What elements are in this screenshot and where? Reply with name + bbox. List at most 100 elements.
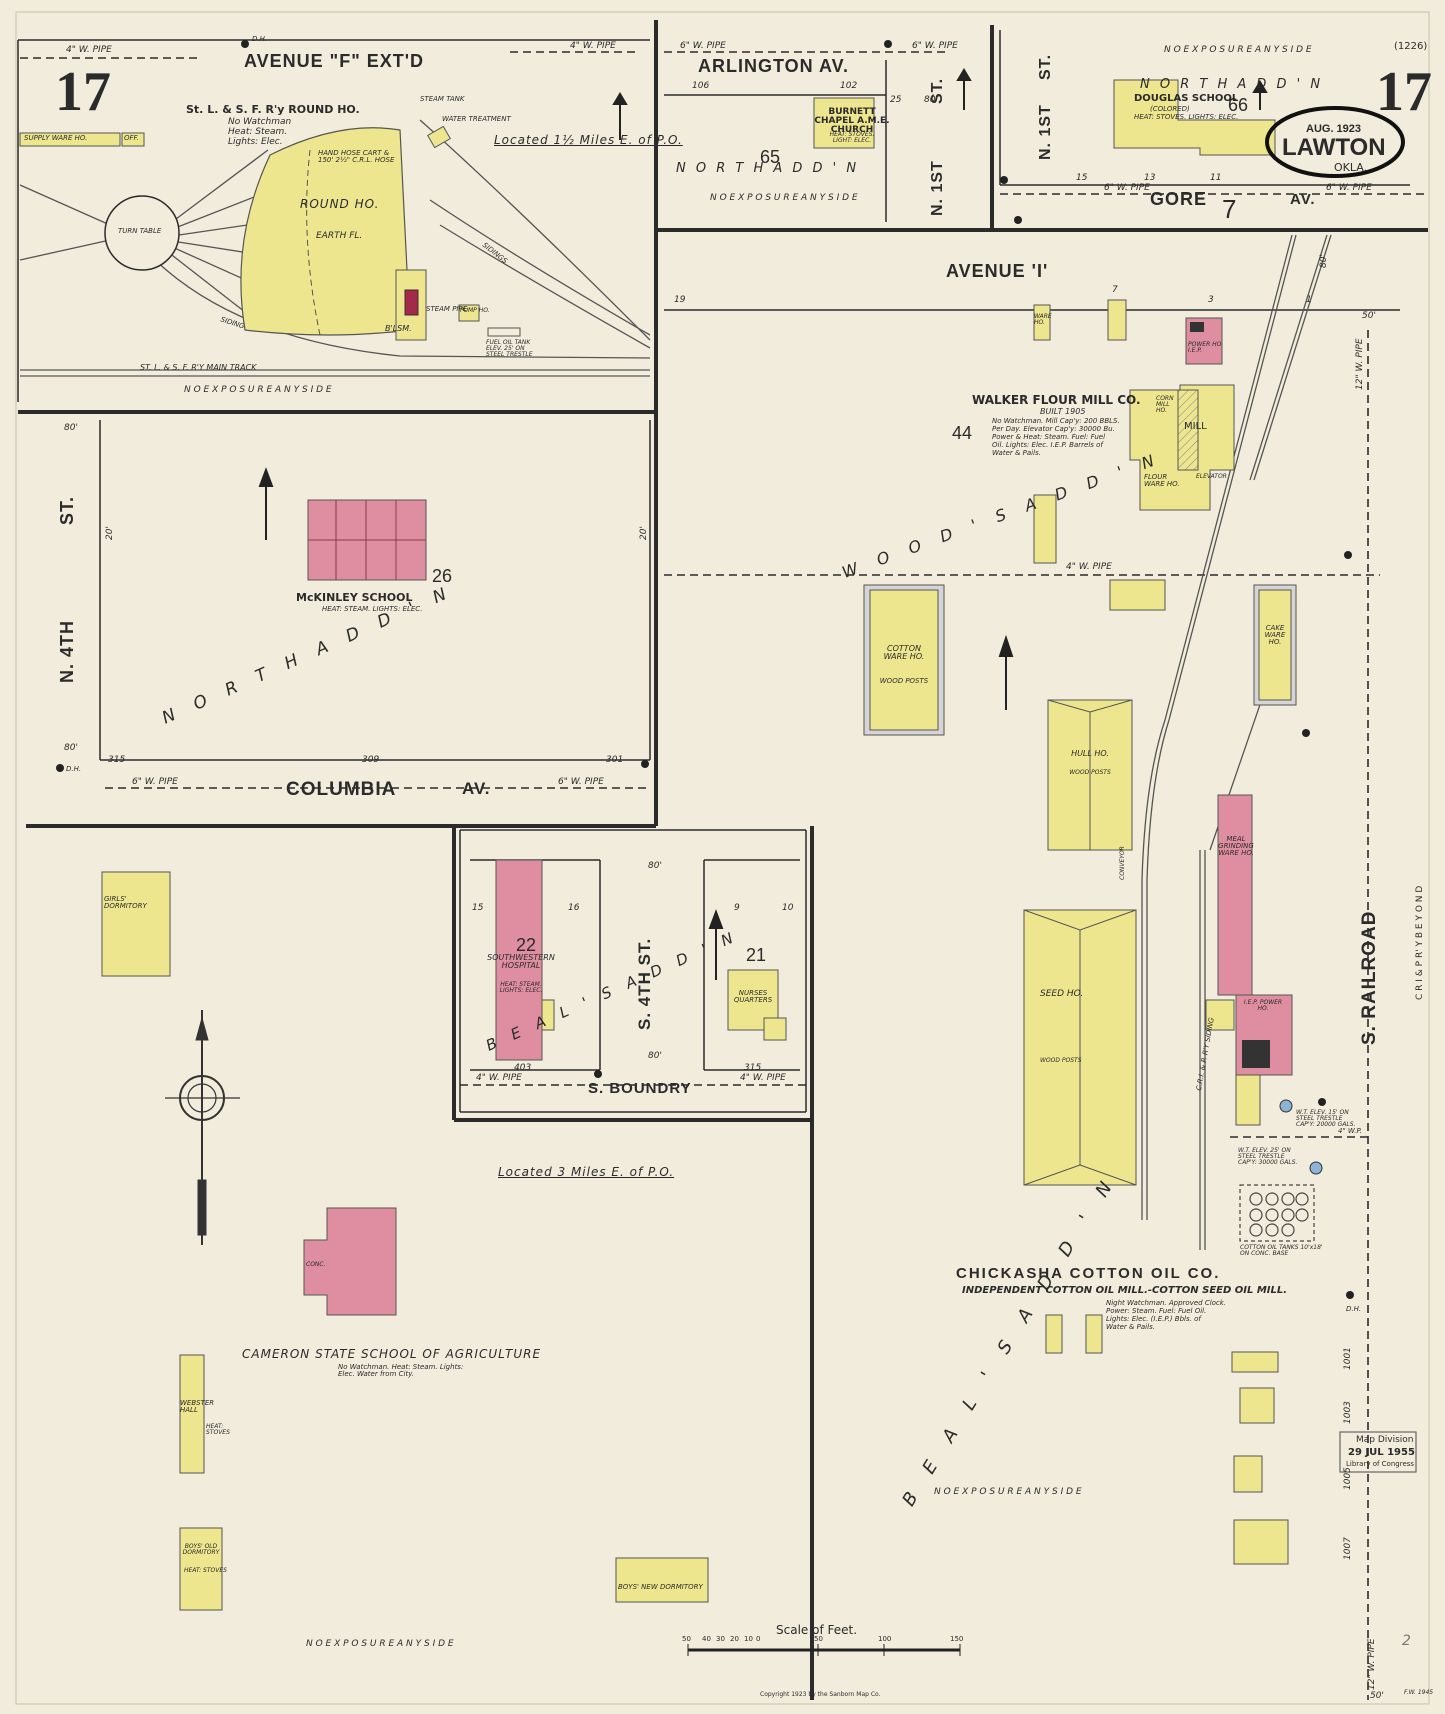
pipe-label-14: 4" W.P. bbox=[1338, 1127, 1362, 1135]
hospital-building bbox=[495, 859, 543, 1061]
chickasha-subtitle: INDEPENDENT COTTON OIL MILL.-COTTON SEED… bbox=[962, 1285, 1288, 1296]
cake-ware-house bbox=[1258, 589, 1292, 701]
block-22: 22 bbox=[516, 935, 537, 955]
nurses-quarters-wing bbox=[763, 1017, 787, 1041]
meal-grinding-label: MEAL GRINDING WARE HO. bbox=[1218, 835, 1254, 857]
dwelling-j bbox=[1239, 1387, 1275, 1424]
round-house bbox=[240, 127, 411, 336]
douglas-school bbox=[1113, 79, 1276, 156]
flour-ware-label: FLOUR WARE HO. bbox=[1144, 473, 1180, 488]
scale-tick-20: 20 bbox=[730, 1635, 739, 1643]
lot-16: 16 bbox=[568, 903, 580, 913]
cotton-ware-house bbox=[869, 589, 939, 731]
hull-house-label: HULL HO. bbox=[1071, 749, 1109, 758]
seed-house-label: SEED HO. bbox=[1040, 989, 1084, 999]
street-n4th: N. 4TH bbox=[57, 619, 77, 683]
dim-80-2: 80' bbox=[64, 743, 78, 753]
pipe-label-8: 4" W. PIPE bbox=[1066, 562, 1112, 572]
church-heat: HEAT: STOVES. LIGHT: ELEC. bbox=[829, 131, 875, 144]
dwelling-d1 bbox=[1233, 1455, 1263, 1493]
lot-1: 1 bbox=[1306, 295, 1312, 305]
webster-hall-label: WEBSTER HALL bbox=[180, 1399, 215, 1414]
page-number-right: 17 bbox=[1376, 61, 1432, 123]
boys-new-dormitory bbox=[615, 1557, 709, 1603]
office-label: OFF. bbox=[124, 134, 139, 142]
turn-table-label: TURN TABLE bbox=[118, 227, 162, 235]
dim-50-1: 50' bbox=[1362, 311, 1376, 321]
north-arrows bbox=[258, 68, 1268, 980]
earth-floor-label: EARTH FL. bbox=[316, 231, 363, 241]
lot-19: 19 bbox=[674, 295, 686, 305]
pipe-label-2: 4" W. PIPE bbox=[570, 41, 616, 51]
lot-25: 25 bbox=[890, 95, 902, 105]
street-gore-av: AV. bbox=[1290, 191, 1316, 208]
water-tank-2-label: W.T. ELEV. 25' ON STEEL TRESTLE CAP'Y: 3… bbox=[1238, 1147, 1298, 1166]
pipe-label-11: 4" W. PIPE bbox=[476, 1073, 522, 1083]
scale-tick-0: 0 bbox=[756, 1635, 761, 1643]
pipe-label-6: 6" W. PIPE bbox=[1326, 183, 1372, 193]
street-s-boundry: S. BOUNDRY bbox=[588, 1080, 692, 1097]
cameron-details: No Watchman. Heat: Steam. Lights: Elec. … bbox=[338, 1363, 464, 1378]
pipe-label-12: 4" W. PIPE bbox=[740, 1073, 786, 1083]
water-pipes bbox=[20, 51, 1428, 1700]
dwelling-f bbox=[1085, 1314, 1103, 1354]
mckinley-heat: HEAT: STEAM. LIGHTS: ELEC. bbox=[322, 605, 423, 613]
dim-50-2: 50' bbox=[1370, 1691, 1384, 1701]
blacksmith-label: B'LSM. bbox=[385, 324, 412, 333]
mckinley-partitions bbox=[308, 500, 426, 580]
seed-house-roof bbox=[1023, 909, 1137, 1186]
dh-label-3: D.H. bbox=[1346, 1305, 1362, 1313]
mill-label: MILL bbox=[1184, 421, 1207, 432]
dim-80-4: 80' bbox=[648, 1051, 662, 1061]
scale-tick-100: 100 bbox=[878, 1635, 892, 1643]
round-house-partition bbox=[306, 149, 321, 336]
dim-80-5: 80' bbox=[1319, 254, 1329, 268]
power-house-boiler bbox=[1190, 322, 1204, 332]
stamp-line-1: Map Division bbox=[1356, 1435, 1414, 1445]
pipe-label-13: 12" W. PIPE bbox=[1367, 1638, 1377, 1690]
city-name: LAWTON bbox=[1282, 134, 1386, 161]
hull-house-roof bbox=[1047, 699, 1133, 850]
douglas-heat: HEAT: STOVES. LIGHTS: ELEC. bbox=[1134, 113, 1239, 121]
lot-13: 13 bbox=[1144, 173, 1156, 183]
office-building bbox=[121, 132, 145, 147]
stamp-line-2: 29 JUL 1955 bbox=[1348, 1447, 1415, 1458]
copyright: Copyright 1923 by the Sanborn Map Co. bbox=[760, 1691, 881, 1698]
boys-old-dormitory bbox=[179, 1527, 223, 1611]
page-number-left: 17 bbox=[55, 61, 111, 123]
note-located-1-5-miles: Located 1½ Miles E. of P.O. bbox=[494, 133, 683, 147]
walker-detail-5: Water & Pails. bbox=[992, 449, 1041, 457]
note-located-3-miles: Located 3 Miles E. of P.O. bbox=[498, 1165, 675, 1179]
webster-hall bbox=[179, 1354, 205, 1474]
lot-11: 11 bbox=[1210, 173, 1222, 183]
hospital-porch bbox=[541, 999, 555, 1031]
walker-detail-2: Per Day. Elevator Cap'y: 30000 Bu. bbox=[992, 425, 1115, 433]
house-315: 315 bbox=[108, 755, 126, 765]
scale-bar bbox=[687, 1644, 961, 1656]
block-21: 21 bbox=[746, 945, 767, 965]
cotton-oil-tanks-label: COTTON OIL TANKS 10'x18' ON CONC. BASE bbox=[1240, 1244, 1323, 1257]
crip-railway-beyond: C R I & P R' Y B E Y O N D bbox=[1415, 885, 1425, 1000]
house-301: 301 bbox=[606, 755, 624, 765]
dh-label-2: D.H. bbox=[66, 765, 82, 773]
scale-tick-10: 10 bbox=[744, 1635, 753, 1643]
water-tank-1-label: W.T. ELEV. 15' ON STEEL TRESTLE CAP'Y: 2… bbox=[1296, 1109, 1356, 1128]
fire-hydrants bbox=[56, 40, 1354, 1299]
mill-office bbox=[1107, 299, 1127, 341]
house-102: 102 bbox=[840, 81, 858, 91]
note-no-exposure-2: N O E X P O S U R E A N Y S I D E bbox=[934, 1487, 1082, 1497]
seed-wood-posts: WOOD POSTS bbox=[1040, 1057, 1082, 1064]
pipe-label-4: 6" W. PIPE bbox=[912, 41, 958, 51]
city-label-ellipse bbox=[1265, 106, 1405, 178]
railroad-tracks bbox=[19, 119, 1332, 1250]
walker-built: BUILT 1905 bbox=[1040, 407, 1086, 416]
cotton-wood-posts: WOOD POSTS bbox=[879, 677, 929, 685]
dim-80-3: 80' bbox=[648, 861, 662, 871]
scale-title: Scale of Feet. bbox=[776, 1623, 858, 1637]
street-columbia-av: AV. bbox=[462, 779, 491, 798]
block-boundaries bbox=[18, 20, 1428, 1700]
roundhouse-detail-3: Lights: Elec. bbox=[228, 137, 283, 147]
north-addn-top: N O R T H A D D ' N bbox=[1140, 77, 1324, 92]
block-65: 65 bbox=[760, 147, 781, 167]
street-s-railroad: S. RAILROAD bbox=[1359, 910, 1380, 1046]
